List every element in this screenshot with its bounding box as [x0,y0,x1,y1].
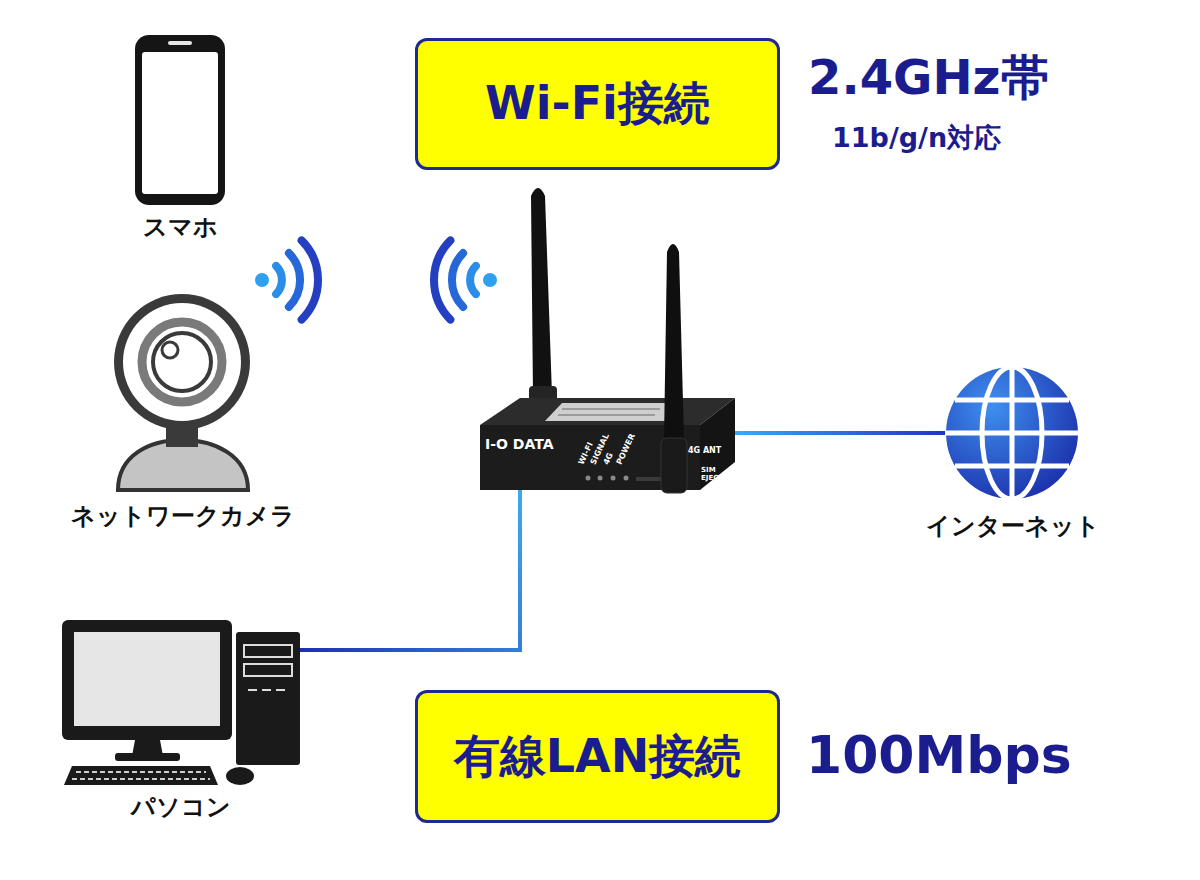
led-label: 4G [602,451,615,466]
sticker-line [562,408,660,410]
router-illustration [480,188,735,493]
globe-latitude [955,398,1069,403]
camera-base [118,440,248,490]
internet-node: インターネット [945,366,1080,500]
connection-title: 有線LAN接続 [454,729,741,784]
globe-latitude [946,431,1078,436]
globe-latitude [955,464,1069,469]
smartphone-node: スマホ [135,35,225,205]
port-label: SIM EJECT [701,466,731,482]
camera-lens [153,333,211,391]
monitor-foot [115,753,180,761]
brand-label: I-O DATA [485,437,553,452]
wifi-arc [452,253,463,307]
speed-label: 100Mbps [806,726,1072,786]
globe [946,367,1078,499]
wifi-arc [276,266,282,294]
router-side [700,398,735,490]
keyboard [64,766,218,785]
wifi-arc [434,240,450,319]
led-label: POWER [615,432,637,466]
wifi-waves [255,240,318,319]
network-cable [735,431,945,435]
camera-icon [114,294,250,490]
camera-lens-ring [142,322,222,402]
drive-bay [244,664,292,676]
camera-highlight [162,342,178,358]
wifi-dot [255,273,269,287]
camera-face [123,303,241,421]
port-label: 4G ANT [688,446,721,455]
wifi-waves [434,240,497,319]
connection-box: Wi-Fi接続 [415,38,780,170]
pc-node: パソコン [62,620,300,785]
keyboard-keys [76,771,206,773]
globe-icon [946,367,1078,499]
pc-tower [236,632,300,765]
led [598,476,603,481]
sticker-line [558,414,655,416]
standard-label: 11b/g/n対応 [832,122,1001,153]
monitor [62,620,232,740]
led [611,476,616,481]
network-cable [300,490,520,650]
antenna [531,188,552,395]
monitor-screen [74,632,220,726]
sim-slot [636,477,662,481]
device-label: ネットワークカメラ [71,502,295,531]
camera-head [114,294,250,430]
device-label: スマホ [143,213,218,242]
phone-speaker [168,41,192,45]
connection-box: 有線LAN接続 [415,690,780,823]
device-label: パソコン [131,793,231,822]
phone-screen [142,52,218,194]
led [586,476,591,481]
frequency-label: 2.4GHz帯 [808,50,1049,105]
mouse [226,767,254,785]
phone-body [135,35,225,205]
antenna-base [661,438,687,493]
wifi-arc [470,266,476,294]
wifi-arc [289,253,300,307]
device-label: インターネット [926,512,1100,541]
connection-title: Wi-Fi接続 [485,76,710,131]
router-top [480,398,735,425]
router-sticker [545,403,680,421]
wifi-dot [483,273,497,287]
led [624,476,629,481]
pc-icon [62,620,300,785]
smartphone-icon [135,35,225,205]
tower-vent [248,689,288,691]
camera-node: ネットワークカメラ [115,290,250,490]
wifi-arc [302,240,318,319]
keyboard-keys [72,778,210,780]
antenna [664,244,684,440]
drive-bay [244,645,292,657]
